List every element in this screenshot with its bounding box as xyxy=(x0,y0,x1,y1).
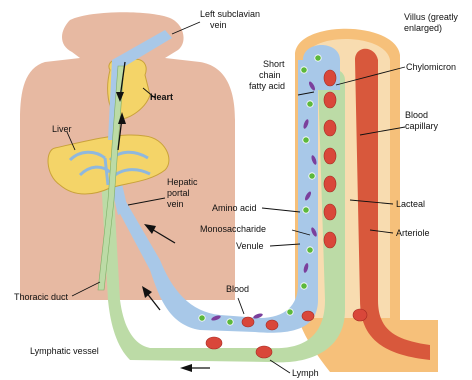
label-amino-acid: Amino acid xyxy=(212,203,257,213)
label-monosaccharide: Monosaccharide xyxy=(200,224,266,234)
label-chylomicron: Chylomicron xyxy=(406,62,456,72)
label-lacteal: Lacteal xyxy=(396,199,425,209)
label-short-chain-fatty-acid: Short chain fatty acid xyxy=(249,59,287,91)
label-left-subclavian-vein: Left subclavian vein xyxy=(200,9,263,30)
label-villus: Villus (greatly enlarged) xyxy=(404,12,460,33)
label-venule: Venule xyxy=(236,241,264,251)
label-heart: Heart xyxy=(150,92,173,102)
label-blood: Blood xyxy=(226,284,249,294)
label-lymphatic-vessel: Lymphatic vessel xyxy=(30,346,99,356)
label-blood-capillary: Blood capillary xyxy=(405,110,439,131)
label-liver: Liver xyxy=(52,124,72,134)
label-lymph: Lymph xyxy=(292,368,319,378)
label-thoracic-duct: Thoracic duct xyxy=(14,292,69,302)
label-arteriole: Arteriole xyxy=(396,228,430,238)
